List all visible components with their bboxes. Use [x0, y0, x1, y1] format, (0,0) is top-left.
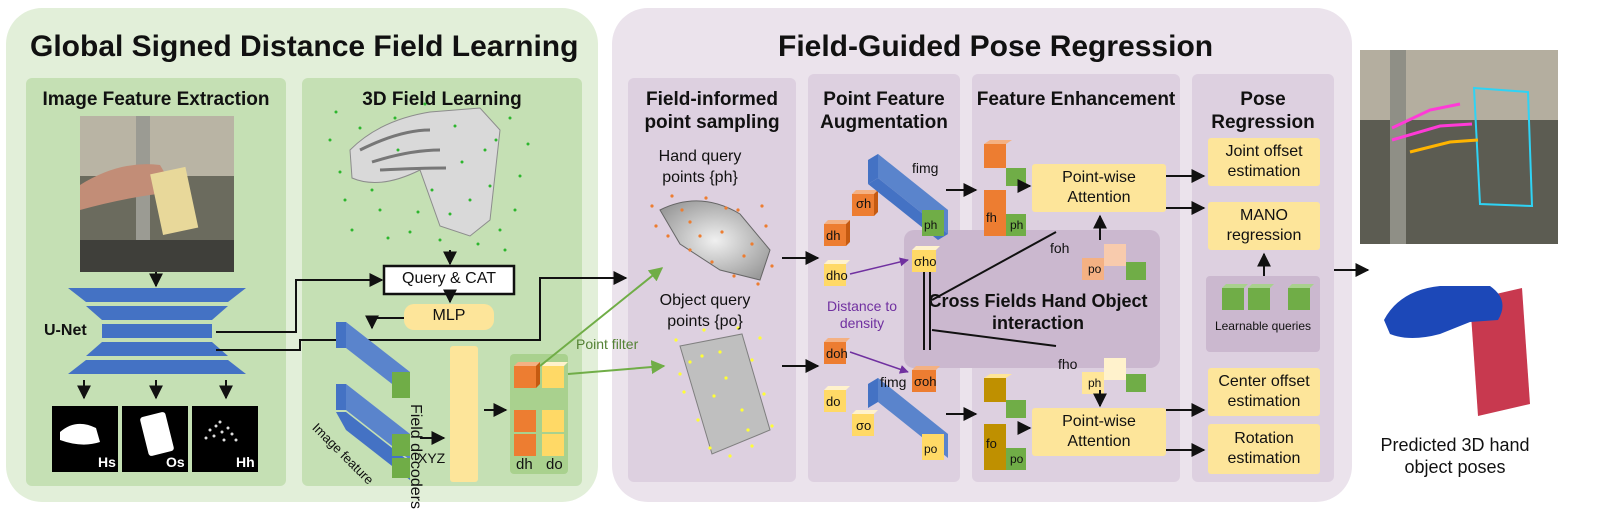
distance-density-label: Distance to density	[826, 298, 898, 331]
point-sampling-title: Field-informed point sampling	[644, 89, 780, 133]
predicted-label: Predicted 3D hand object poses	[1380, 435, 1530, 477]
aug-dho	[824, 260, 850, 286]
foh-stack	[1082, 244, 1146, 280]
dh-label: dh	[516, 456, 533, 473]
query-cat-label: Query & CAT	[402, 270, 496, 287]
hs-label: Hs	[98, 454, 116, 470]
mlp-label: MLP	[432, 307, 466, 324]
mano-box: MANO regression	[1208, 202, 1320, 250]
aug-sigma-oh	[912, 366, 940, 392]
field-learning-title: 3D Field Learning	[362, 89, 522, 110]
sigma-ho-label: σho	[914, 254, 937, 269]
dh-aug-label: dh	[826, 228, 841, 243]
fh-label: fh	[986, 210, 997, 225]
po-enh-label: po	[1010, 452, 1024, 466]
dh-column	[514, 362, 540, 456]
aug-sigma-o	[852, 410, 878, 436]
pose-panel-title: Field-Guided Pose Regression	[778, 30, 1214, 63]
aug-sigma-h	[852, 190, 878, 216]
mlp-box	[404, 304, 494, 330]
predicted-image	[1360, 50, 1558, 244]
po-foh-label: po	[1088, 262, 1102, 276]
sigma-oh-label: σoh	[914, 374, 937, 389]
enh-top-stack	[984, 140, 1026, 236]
query-cat-box	[382, 264, 516, 296]
xyz-label: XYZ	[418, 450, 446, 466]
enhancement-title: Feature Enhancement	[976, 89, 1176, 110]
regression-title: Pose Regression	[1211, 89, 1315, 133]
field-decoders-box	[450, 346, 478, 482]
ph-enh-label: ph	[1010, 218, 1024, 232]
output-masks	[52, 406, 258, 472]
augmentation-title: Point Feature Augmentation	[820, 89, 948, 133]
aug-sigma-ho	[912, 246, 940, 272]
do-aug-label: do	[826, 394, 841, 409]
fho-label: fho	[1058, 356, 1078, 372]
cross-fields-label: Cross Fields Hand Object interaction	[928, 291, 1148, 333]
foh-label: foh	[1050, 240, 1070, 256]
sigma-o-label: σo	[856, 418, 872, 433]
object-query-label: Object query points {po}	[659, 292, 751, 330]
hh-label: Hh	[236, 454, 255, 470]
aug-dh	[824, 220, 850, 246]
feature-cube-top	[336, 322, 410, 398]
aug-fimg-bottom	[868, 378, 948, 460]
do-column	[542, 362, 568, 456]
point-filter-label: Point filter	[576, 336, 639, 352]
dho-label: dho	[826, 268, 848, 283]
joint-offset-box: Joint offset estimation	[1208, 138, 1320, 186]
feature-cube-bottom	[336, 384, 410, 480]
do-label: do	[546, 456, 563, 473]
object-query-cloud	[674, 326, 774, 458]
learnable-queries-label: Learnable queries	[1214, 319, 1312, 333]
unet-label: U-Net	[44, 322, 87, 339]
image-feature-title: Image Feature Extraction	[42, 89, 270, 110]
doh-label: doh	[826, 346, 848, 361]
input-image	[80, 116, 234, 272]
aug-do	[824, 386, 850, 412]
center-offset-box: Center offset estimation	[1208, 368, 1320, 416]
aug-fimg-top	[868, 154, 948, 240]
po-aug-label: po	[924, 442, 938, 456]
sigma-h-label: σh	[856, 196, 872, 211]
os-label: Os	[166, 454, 185, 470]
pointwise-attention-top: Point-wise Attention	[1032, 164, 1166, 212]
unet	[68, 288, 246, 374]
hand-query-cloud	[650, 194, 774, 286]
fimg-bottom-label: fimg	[880, 374, 907, 390]
hand-object-render	[1384, 286, 1530, 416]
fimg-top-label: fimg	[912, 160, 939, 176]
hand-point-cloud	[328, 102, 530, 252]
aug-doh	[824, 338, 850, 364]
pointwise-attention-bottom: Point-wise Attention	[1032, 408, 1166, 456]
ph-aug-label: ph	[924, 218, 938, 232]
hand-query-label: Hand query points {ph}	[658, 148, 742, 186]
fho-stack	[1082, 358, 1146, 394]
rotation-box: Rotation estimation	[1208, 424, 1320, 474]
learnable-query-cubes	[1222, 284, 1314, 310]
enh-bottom-stack	[984, 374, 1026, 470]
ph-fho-label: ph	[1088, 376, 1102, 390]
global-panel-title: Global Signed Distance Field Learning	[30, 30, 579, 63]
fo-label: fo	[986, 436, 997, 451]
